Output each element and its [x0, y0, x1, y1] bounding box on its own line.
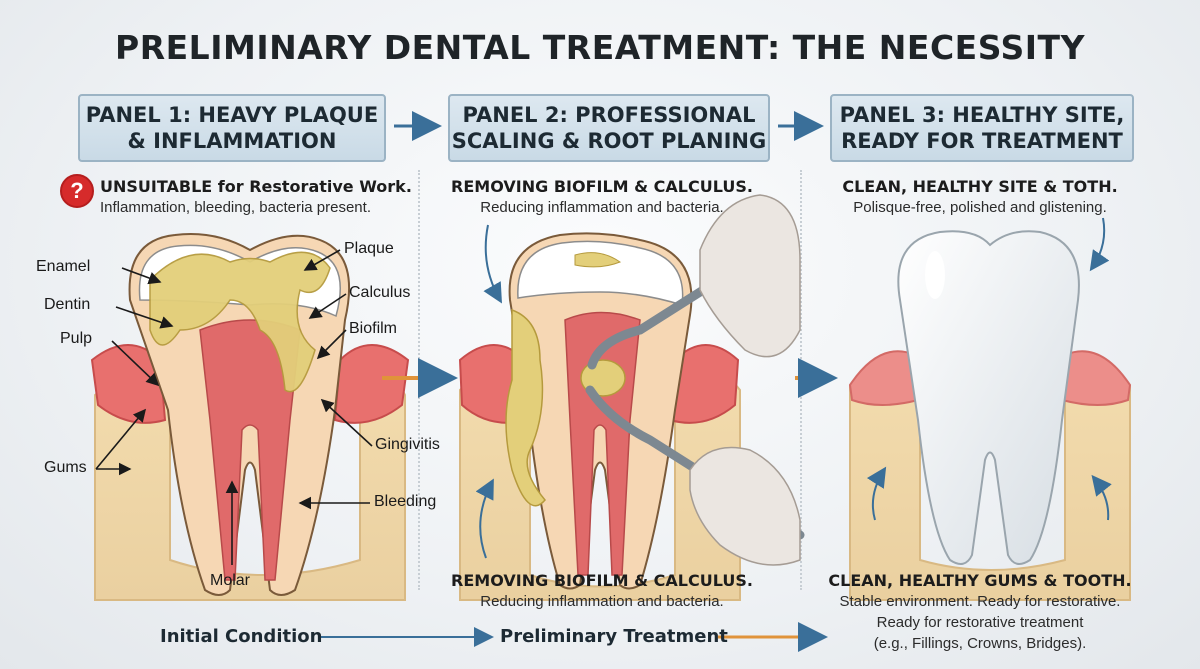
panel-2-caption: REMOVING BIOFILM & CALCULUS. Reducing in…: [432, 176, 772, 218]
label-pulp: Pulp: [60, 330, 93, 347]
question-icon: ?: [60, 174, 94, 208]
panel-1-leaders: [95, 249, 373, 565]
page-title: PRELIMINARY DENTAL TREATMENT: THE NECESS…: [115, 28, 1085, 67]
panel-1-caption: UNSUITABLE for Restorative Work. Inflamm…: [100, 176, 420, 218]
panel-1-heading: PANEL 1: HEAVY PLAQUE & INFLAMMATION: [78, 94, 386, 162]
tooth-3-illustration: [848, 217, 1132, 601]
panel-3-caption: CLEAN, HEALTHY SITE & TOTH. Polisque-fre…: [810, 176, 1150, 218]
panel-3-bottom-caption: CLEAN, HEALTHY GUMS & TOOTH. Stable envi…: [800, 570, 1160, 654]
label-molar: Molar: [210, 572, 251, 589]
label-gingivitis: Gingivitis: [375, 436, 440, 453]
flow-label-preliminary: Preliminary Treatment: [500, 626, 728, 647]
panel-3-heading: PANEL 3: HEALTHY SITE, READY FOR TREATME…: [830, 94, 1134, 162]
panel-1-caption-sub: Inflammation, bleeding, bacteria present…: [100, 199, 371, 216]
panel-3-bottom-sub: Stable environment. Ready for restorativ…: [839, 593, 1121, 652]
label-plaque: Plaque: [344, 240, 394, 257]
panel-2-caption-sub: Reducing inflammation and bacteria.: [480, 199, 724, 216]
panel-3-caption-sub: Polisque-free, polished and glistening.: [853, 199, 1107, 216]
tooth-1-illustration: [90, 233, 410, 601]
panel-2-bottom-caption: REMOVING BIOFILM & CALCULUS. Reducing in…: [432, 570, 772, 612]
label-dentin: Dentin: [44, 296, 91, 313]
panel-3-caption-title: CLEAN, HEALTHY SITE & TOTH.: [842, 177, 1118, 196]
panel-2-heading: PANEL 2: PROFESSIONAL SCALING & ROOT PLA…: [448, 94, 770, 162]
tooth-2-illustration: [458, 194, 805, 601]
panel-2-bottom-sub: Reducing inflammation and bacteria.: [480, 593, 724, 610]
panel-1-caption-title: UNSUITABLE for Restorative Work.: [100, 177, 412, 196]
panel-3-bottom-title: CLEAN, HEALTHY GUMS & TOOTH.: [828, 571, 1132, 590]
label-calculus: Calculus: [349, 284, 411, 301]
label-gums: Gums: [44, 459, 87, 476]
label-biofilm: Biofilm: [349, 320, 398, 337]
panel-2-caption-title: REMOVING BIOFILM & CALCULUS.: [451, 177, 753, 196]
label-enamel: Enamel: [36, 258, 91, 275]
label-bleeding: Bleeding: [374, 493, 437, 510]
flow-label-initial: Initial Condition: [160, 626, 323, 647]
panel-2-bottom-title: REMOVING BIOFILM & CALCULUS.: [451, 571, 753, 590]
